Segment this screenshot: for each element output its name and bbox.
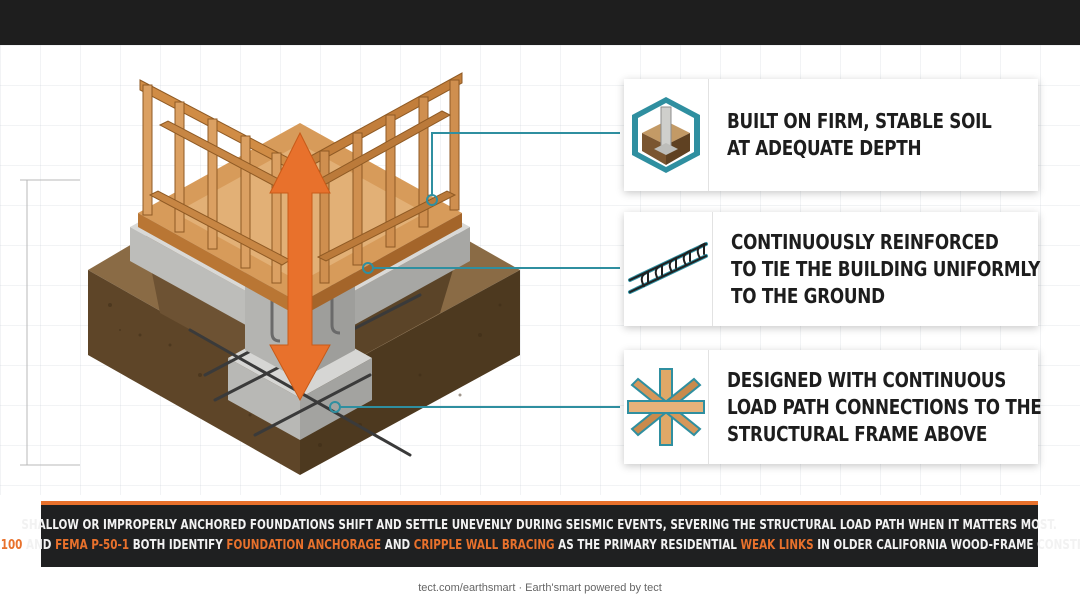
- footer-text: AND: [22, 538, 56, 553]
- rebar-icon-box: [624, 212, 713, 326]
- footer-text: IN OLDER CALIFORNIA WOOD-FRAME CONSTRUCT…: [817, 538, 1080, 553]
- footing-icon-box: [624, 79, 709, 191]
- footing-in-soil-icon: [632, 97, 700, 173]
- feature-card-load-path: DESIGNED WITH CONTINUOUS LOAD PATH CONNE…: [624, 350, 1042, 464]
- footer-highlight: CRIPPLE WALL BRACING: [413, 538, 555, 553]
- footer-highlight: WEAK LINKS: [740, 538, 814, 553]
- card-line: STRUCTURAL FRAME ABOVE: [727, 421, 988, 446]
- card-line: CONTINUOUSLY REINFORCED: [731, 229, 999, 254]
- footer-text: AND: [381, 538, 414, 553]
- footer-highlight: FOUNDATION ANCHORAGE: [226, 538, 382, 553]
- footer-banner: SHALLOW OR IMPROPERLY ANCHORED FOUNDATIO…: [0, 501, 1080, 567]
- foundation-illustration: [20, 72, 620, 475]
- connector-icon-box: [624, 350, 709, 464]
- footer-highlight: FEMA P-1100: [0, 538, 23, 553]
- card-line: AT ADEQUATE DEPTH: [727, 136, 922, 160]
- card-line: LOAD PATH CONNECTIONS TO THE: [727, 394, 1042, 419]
- footer-highlight: FEMA P-50-1: [55, 538, 130, 553]
- card-text: CONTINUOUSLY REINFORCED TO TIE THE BUILD…: [713, 229, 1080, 310]
- card-line: TO TIE THE BUILDING UNIFORMLY: [731, 256, 1041, 281]
- leader-lines: [329, 132, 620, 413]
- load-path-arrow: [269, 131, 331, 402]
- timber-connector-icon: [627, 368, 705, 446]
- footer-line-2: FEMA P-1100 AND FEMA P-50-1 BOTH IDENTIF…: [0, 536, 1080, 556]
- card-text: BUILT ON FIRM, STABLE SOIL AT ADEQUATE D…: [709, 108, 1042, 162]
- feature-card-firm-soil: BUILT ON FIRM, STABLE SOIL AT ADEQUATE D…: [624, 79, 1038, 191]
- attribution[interactable]: tect.com/earthsmart · Earth'smart powere…: [418, 582, 662, 594]
- card-line: BUILT ON FIRM, STABLE SOIL: [727, 109, 992, 133]
- card-line: TO THE GROUND: [731, 283, 885, 308]
- feature-card-reinforced: CONTINUOUSLY REINFORCED TO TIE THE BUILD…: [624, 212, 1040, 326]
- card-text: DESIGNED WITH CONTINUOUS LOAD PATH CONNE…: [709, 367, 1080, 448]
- footer-text: AS THE PRIMARY RESIDENTIAL: [554, 538, 741, 553]
- rebar-cage-icon: [628, 242, 708, 294]
- footer-line-1: SHALLOW OR IMPROPERLY ANCHORED FOUNDATIO…: [21, 518, 1058, 533]
- top-bar: [0, 0, 1080, 45]
- dimension-line: [20, 179, 80, 466]
- card-line: DESIGNED WITH CONTINUOUS: [727, 367, 1007, 392]
- footer-text: BOTH IDENTIFY: [129, 538, 227, 553]
